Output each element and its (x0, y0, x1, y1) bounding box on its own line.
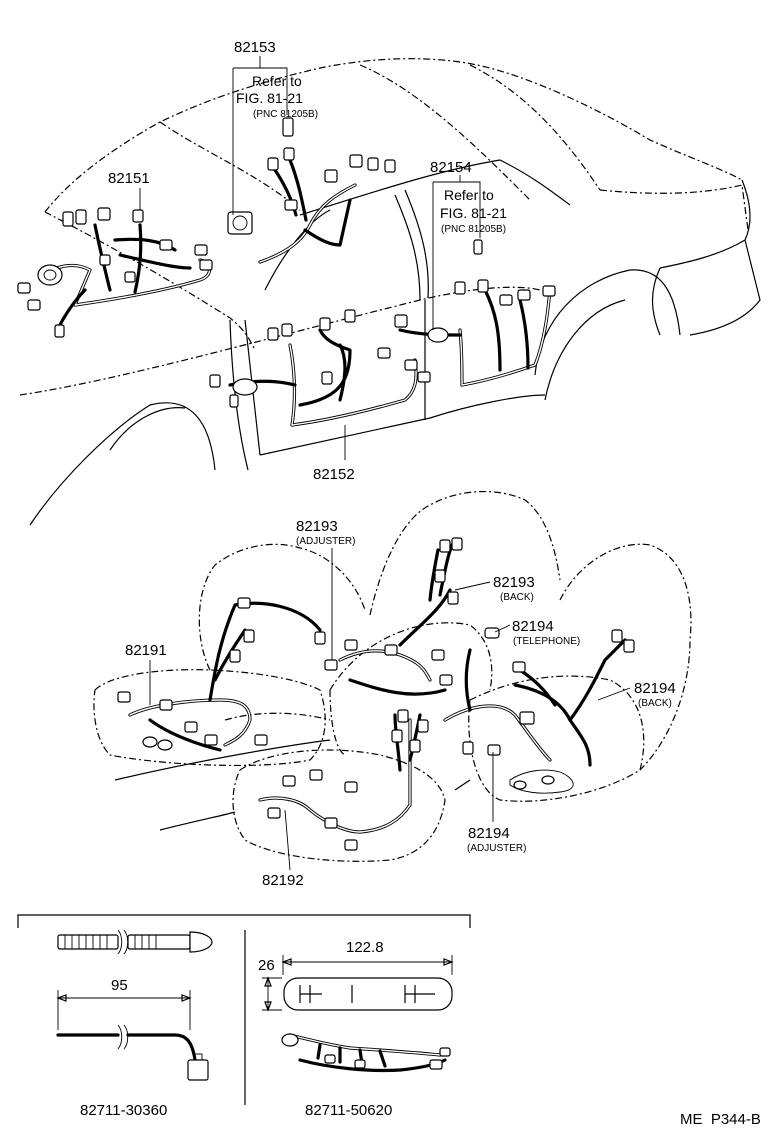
harness-82191 (117, 597, 326, 752)
car-leader-lines (139, 56, 481, 460)
part-number-82154: 82154 (430, 159, 472, 176)
dimension-26: 26 (258, 957, 275, 974)
label-82194-telephone: (TELEPHONE) (513, 636, 580, 647)
detail-box (17, 914, 471, 1105)
label-82194-back: (BACK) (638, 698, 672, 709)
harness-82154 (394, 239, 556, 387)
refer-left-line1: Refer to (252, 73, 302, 89)
refer-right-line3: (PNC 81205B) (441, 224, 506, 235)
part-number-82192: 82192 (262, 872, 304, 889)
harness-82194 (443, 627, 635, 794)
part-number-82153: 82153 (234, 39, 276, 56)
clip-detail-82711-30360 (56, 929, 213, 1081)
bracket-detail-82711-50620 (262, 955, 454, 1073)
refer-left-line2: FIG. 81-21 (236, 90, 303, 106)
refer-right-line1: Refer to (444, 187, 494, 203)
label-82193-adjuster: (ADJUSTER) (296, 536, 355, 547)
harness-82192 (258, 709, 429, 851)
harness-82151 (17, 207, 213, 338)
refer-right-line2: FIG. 81-21 (440, 205, 507, 221)
seat-leader-lines (149, 548, 631, 871)
part-number-82151: 82151 (108, 170, 150, 187)
page-code: ME P344-B (680, 1111, 761, 1128)
part-number-82193-adjuster: 82193 (296, 518, 338, 535)
label-82194-adjuster: (ADJUSTER) (467, 843, 526, 854)
part-number-82711-50620: 82711-50620 (305, 1102, 392, 1119)
part-number-82193-back: 82193 (493, 574, 535, 591)
part-number-82194-back: 82194 (634, 680, 676, 697)
part-number-82194-telephone: 82194 (512, 618, 554, 635)
car-body-outline (19, 58, 761, 526)
part-number-82194-adjuster: 82194 (468, 825, 510, 842)
part-number-82152: 82152 (313, 466, 355, 483)
part-number-82191: 82191 (125, 642, 167, 659)
part-number-82711-30360: 82711-30360 (80, 1102, 167, 1119)
label-82193-back: (BACK) (500, 592, 534, 603)
harness-82193 (324, 537, 463, 696)
refer-left-line3: (PNC 81205B) (253, 109, 318, 120)
seat-outlines (93, 490, 692, 862)
dimension-95: 95 (111, 977, 128, 994)
dimension-122-8: 122.8 (346, 939, 384, 956)
harness-82153 (227, 117, 396, 264)
harness-82152 (209, 309, 431, 427)
